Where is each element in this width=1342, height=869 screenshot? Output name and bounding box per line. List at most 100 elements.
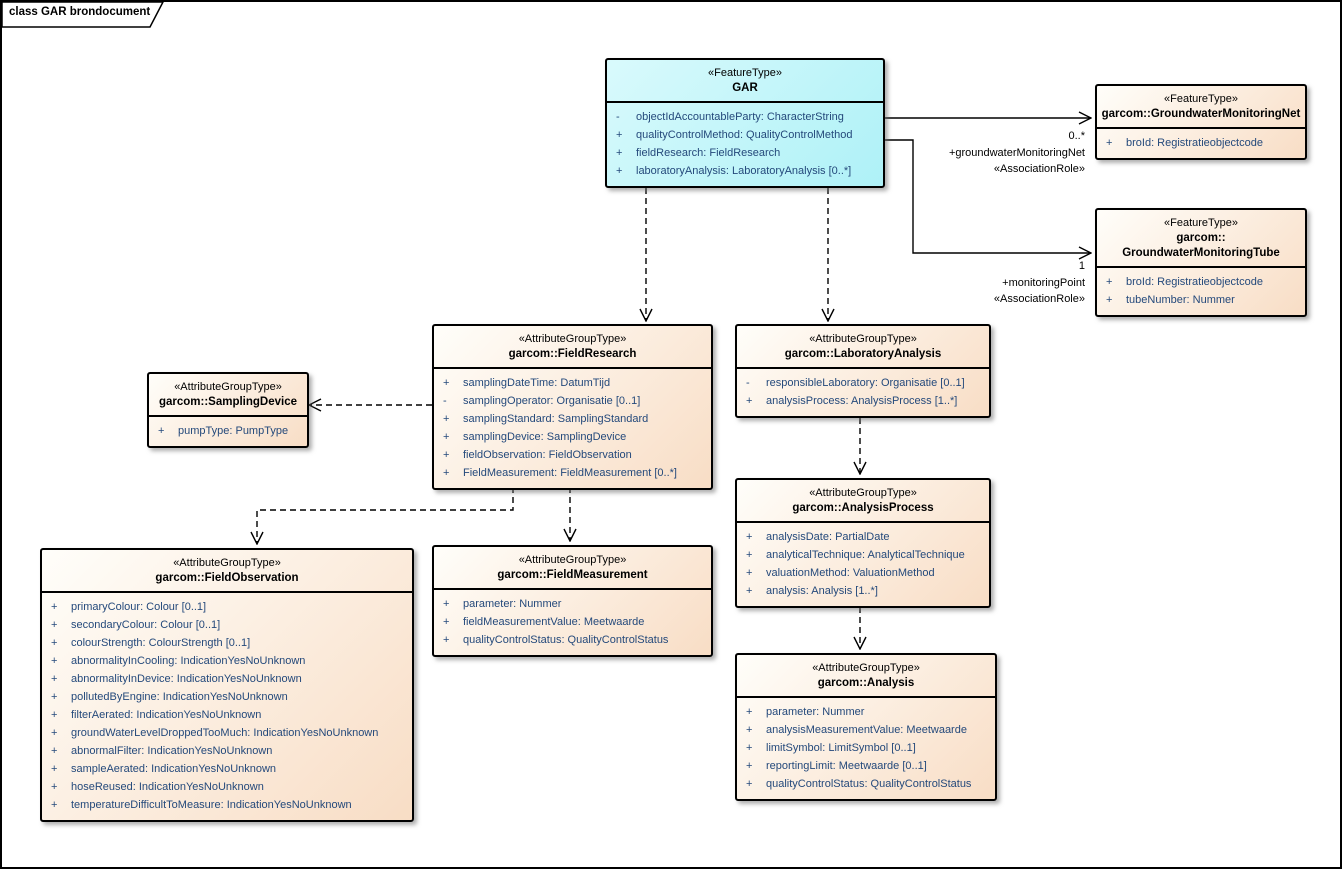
attribute-row[interactable]: +samplingDevice: SamplingDevice [434,428,711,446]
class-header: «AttributeGroupType» garcom::FieldResear… [434,326,711,369]
class-analysis-process[interactable]: «AttributeGroupType» garcom::AnalysisPro… [735,478,991,608]
class-name: garcom::FieldResearch [508,348,637,360]
attribute-row[interactable]: +qualityControlMethod: QualityControlMet… [607,126,883,144]
attribute-row[interactable]: +abnormalityInCooling: IndicationYesNoUn… [42,652,412,670]
attribute-text: FieldMeasurement: FieldMeasurement [0..*… [463,467,677,479]
class-name: garcom::GroundwaterMonitoringNet [1101,108,1301,120]
attribute-row[interactable]: +hoseReused: IndicationYesNoUnknown [42,778,412,796]
class-header: «FeatureType» GAR [607,60,883,103]
attribute-row[interactable]: +analysisDate: PartialDate [737,528,989,546]
visibility-symbol: + [746,531,753,543]
attribute-row[interactable]: +pumpType: PumpType [149,422,307,440]
class-laboratory-analysis[interactable]: «AttributeGroupType» garcom::LaboratoryA… [735,324,991,418]
attribute-text: limitSymbol: LimitSymbol [0..1] [766,742,916,754]
class-name: garcom::LaboratoryAnalysis [784,348,942,360]
attribute-list: +samplingDateTime: DatumTijd-samplingOpe… [434,369,711,488]
attribute-row[interactable]: +filterAerated: IndicationYesNoUnknown [42,706,412,724]
attribute-row[interactable]: +fieldResearch: FieldResearch [607,144,883,162]
class-name: garcom::GroundwaterMonitoringTube [1122,232,1280,259]
visibility-symbol: + [746,549,753,561]
attribute-text: parameter: Nummer [766,706,865,718]
association-gar-groundwatermonitoringtube[interactable] [881,139,1091,253]
class-name: garcom::FieldMeasurement [497,569,648,581]
attribute-row[interactable]: +fieldMeasurementValue: Meetwaarde [434,613,711,631]
attribute-row[interactable]: +qualityControlStatus: QualityControlSta… [737,775,995,793]
attribute-row[interactable]: +abnormalFilter: IndicationYesNoUnknown [42,742,412,760]
attribute-row[interactable]: +broId: Registratieobjectcode [1097,273,1305,291]
attribute-row[interactable]: +temperatureDifficultToMeasure: Indicati… [42,796,412,814]
attribute-row[interactable]: + FieldMeasurement: FieldMeasurement [0..… [434,464,711,482]
class-analysis[interactable]: «AttributeGroupType» garcom::Analysis +p… [735,653,997,801]
attribute-row[interactable]: -responsibleLaboratory: Organisatie [0..… [737,374,989,392]
attribute-row[interactable]: +secondaryColour: Colour [0..1] [42,616,412,634]
visibility-symbol: + [51,727,58,739]
class-name: garcom::AnalysisProcess [792,502,934,514]
class-groundwater-monitoring-net[interactable]: «FeatureType» garcom::GroundwaterMonitor… [1095,84,1307,160]
visibility-symbol: + [746,778,753,790]
attribute-row[interactable]: +reportingLimit: Meetwaarde [0..1] [737,757,995,775]
visibility-symbol: + [443,634,450,646]
visibility-symbol: + [51,601,58,613]
attribute-row[interactable]: +parameter: Nummer [434,595,711,613]
association-role-label-tube[interactable]: 1 +monitoringPoint «AssociationRole» [865,258,1085,308]
attribute-row[interactable]: + qualityControlStatus: QualityControlSta… [434,631,711,649]
class-groundwater-monitoring-tube[interactable]: «FeatureType» garcom::GroundwaterMonitor… [1095,208,1307,317]
class-name: garcom::FieldObservation [155,572,299,584]
attribute-row[interactable]: +analysis: Analysis [1..*] [737,582,989,600]
class-field-observation[interactable]: «AttributeGroupType» garcom::FieldObserv… [40,548,414,822]
attribute-row[interactable]: +fieldObservation: FieldObservation [434,446,711,464]
attribute-row[interactable]: -samplingOperator: Organisatie [0..1] [434,392,711,410]
class-header: «AttributeGroupType» garcom::SamplingDev… [149,374,307,417]
stereotype-label: «FeatureType» [708,67,782,79]
attribute-row[interactable]: +primaryColour: Colour [0..1] [42,598,412,616]
attribute-row[interactable]: +samplingDateTime: DatumTijd [434,374,711,392]
stereotype-label: «FeatureType» [1164,93,1238,105]
visibility-symbol: + [51,691,58,703]
attribute-row[interactable]: +sampleAerated: IndicationYesNoUnknown [42,760,412,778]
attribute-row[interactable]: +analysisProcess: AnalysisProcess [1..*] [737,392,989,410]
class-name: GAR [732,82,758,94]
attribute-text: abnormalityInCooling: IndicationYesNoUnk… [71,655,306,667]
class-gar[interactable]: «FeatureType» GAR -objectIdAccountablePa… [605,58,885,188]
visibility-symbol: + [51,781,58,793]
stereotype-label: «AttributeGroupType» [173,557,281,569]
attribute-row[interactable]: +parameter: Nummer [737,703,995,721]
stereotype-label: «AttributeGroupType» [809,487,917,499]
attribute-row[interactable]: +abnormalityInDevice: IndicationYesNoUnk… [42,670,412,688]
attribute-row[interactable]: +laboratoryAnalysis: LaboratoryAnalysis … [607,162,883,180]
attribute-row[interactable]: -objectIdAccountableParty: CharacterStri… [607,108,883,126]
class-header: «FeatureType» garcom::GroundwaterMonitor… [1097,86,1305,129]
attribute-list: -responsibleLaboratory: Organisatie [0..… [737,369,989,416]
attribute-row[interactable]: + groundWaterLevelDroppedTooMuch: Indicat… [42,724,412,742]
visibility-symbol: + [443,377,450,389]
attribute-row[interactable]: +valuationMethod: ValuationMethod [737,564,989,582]
attribute-row[interactable]: +analysisMeasurementValue: Meetwaarde [737,721,995,739]
attribute-text: qualityControlStatus: QualityControlStat… [463,634,669,646]
class-field-research[interactable]: «AttributeGroupType» garcom::FieldResear… [432,324,713,490]
attribute-text: abnormalityInDevice: IndicationYesNoUnkn… [71,673,302,685]
attribute-text: pumpType: PumpType [178,425,289,437]
class-header: «AttributeGroupType» garcom::FieldObserv… [42,550,412,593]
attribute-row[interactable]: +samplingStandard: SamplingStandard [434,410,711,428]
attribute-list: +parameter: Nummer+analysisMeasurementVa… [737,698,995,799]
attribute-row[interactable]: +tubeNumber: Nummer [1097,291,1305,309]
class-header: «AttributeGroupType» garcom::AnalysisPro… [737,480,989,523]
association-role-label-net[interactable]: 0..* +groundwaterMonitoringNet «Associat… [865,128,1085,178]
visibility-symbol: + [746,585,753,597]
class-header: «AttributeGroupType» garcom::Analysis [737,655,995,698]
attribute-text: groundWaterLevelDroppedTooMuch: Indicati… [71,727,379,739]
visibility-symbol: + [746,724,753,736]
visibility-symbol: - [616,111,620,123]
stereotype-label: «AttributeGroupType» [174,381,282,393]
attribute-row[interactable]: +broId: Registratieobjectcode [1097,134,1305,152]
dependency-fieldresearch-fieldobservation[interactable] [257,487,514,544]
attribute-row[interactable]: + pollutedByEngine: IndicationYesNoUnknow… [42,688,412,706]
visibility-symbol: + [51,763,58,775]
attribute-row[interactable]: +limitSymbol: LimitSymbol [0..1] [737,739,995,757]
attribute-text: pollutedByEngine: IndicationYesNoUnknown [71,691,288,703]
class-sampling-device[interactable]: «AttributeGroupType» garcom::SamplingDev… [147,372,309,448]
attribute-row[interactable]: +colourStrength: ColourStrength [0..1] [42,634,412,652]
class-field-measurement[interactable]: «AttributeGroupType» garcom::FieldMeasur… [432,545,713,657]
attribute-row[interactable]: +analyticalTechnique: AnalyticalTechniqu… [737,546,989,564]
visibility-symbol: + [443,467,450,479]
